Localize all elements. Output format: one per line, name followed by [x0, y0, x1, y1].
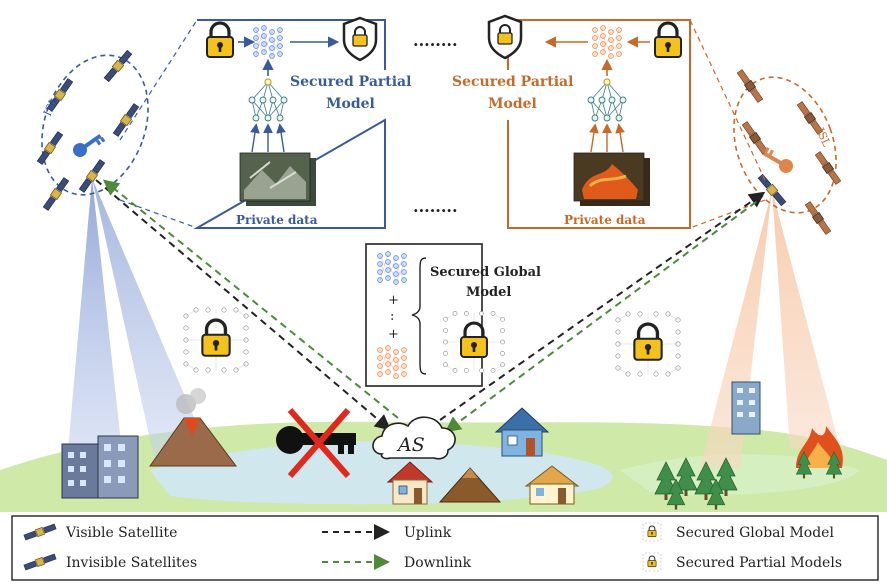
- legend-invisible-satellites: Invisible Satellites: [66, 555, 197, 571]
- downlink-line: [102, 179, 399, 419]
- invisible-satellite-icon: [111, 102, 141, 138]
- shield-lock-icon: [342, 16, 378, 62]
- legend-downlink: Downlink: [404, 555, 472, 571]
- secured-partial-model-icon: [182, 306, 250, 374]
- plus-sign: +: [388, 327, 399, 342]
- legend-uplink: Uplink: [404, 525, 452, 541]
- secured-global-model-label: Secured Global Model: [430, 265, 545, 300]
- shield-lock-icon: [487, 14, 523, 60]
- orange-partial-model-panel: Secured Partial Model Private data: [452, 14, 766, 229]
- invisible-satellite-icon: [735, 68, 765, 104]
- ellipsis-top: ........: [413, 31, 458, 50]
- downlink-line: [444, 201, 757, 433]
- mountain-icon: [438, 467, 502, 503]
- blue-partial-model-panel: Secured Partial Model Private data: [119, 16, 416, 229]
- legend: Visible Satellite Invisible Satellites U…: [11, 515, 879, 581]
- neural-network-small-icon: [587, 78, 627, 122]
- legend-secured-global-model: Secured Global Model: [676, 525, 834, 541]
- uplink-line: [95, 179, 392, 431]
- buildings-left: [61, 435, 139, 499]
- secured-global-model-panel: + : + Secured Global Model: [365, 243, 545, 387]
- ellipsis-bottom: ........: [413, 197, 458, 216]
- lock-icon: [653, 21, 683, 59]
- secured-partial-model-label-blue: Secured Partial Model: [290, 74, 416, 112]
- invisible-satellite-icon: [35, 130, 65, 166]
- invisible-satellite-icon: [102, 49, 134, 83]
- private-data-image: [573, 152, 650, 206]
- neural-network-icon: [592, 25, 622, 59]
- beams-right: [700, 190, 840, 468]
- private-data-image: [239, 152, 316, 206]
- volcano-icon: [149, 388, 237, 467]
- uplink-line: [439, 191, 766, 421]
- links: [95, 179, 766, 433]
- neural-network-small-icon: [248, 78, 288, 122]
- legend-visible-satellite: Visible Satellite: [65, 525, 177, 541]
- house-icon: [524, 465, 580, 505]
- cloud-icon[interactable]: AS: [372, 416, 456, 460]
- left-satellite-constellation: ISL: [35, 49, 149, 212]
- key-icon: [763, 146, 793, 173]
- private-data-label-orange: Private data: [564, 213, 646, 227]
- crossed-key-icon: [276, 408, 356, 478]
- right-satellite-constellation: ISL: [733, 68, 843, 236]
- building-icon: [731, 381, 761, 435]
- legend-secured-partial-models: Secured Partial Models: [676, 555, 842, 571]
- vertical-dots: :: [390, 309, 394, 324]
- invisible-satellite-icon: [813, 150, 843, 186]
- as-label: AS: [396, 434, 425, 456]
- fire-icon: [795, 426, 843, 479]
- key-icon: [73, 134, 106, 157]
- secured-partial-model-label-orange: Secured Partial Model: [452, 74, 578, 112]
- neural-network-icon: [253, 25, 283, 59]
- invisible-satellite-icon: [41, 176, 71, 212]
- secured-partial-model-icon: [614, 310, 682, 378]
- private-data-label-blue: Private data: [236, 213, 318, 227]
- plus-sign: +: [388, 293, 399, 308]
- house-icon: [495, 407, 549, 457]
- lock-icon: [205, 21, 235, 59]
- beams-left: [68, 178, 210, 462]
